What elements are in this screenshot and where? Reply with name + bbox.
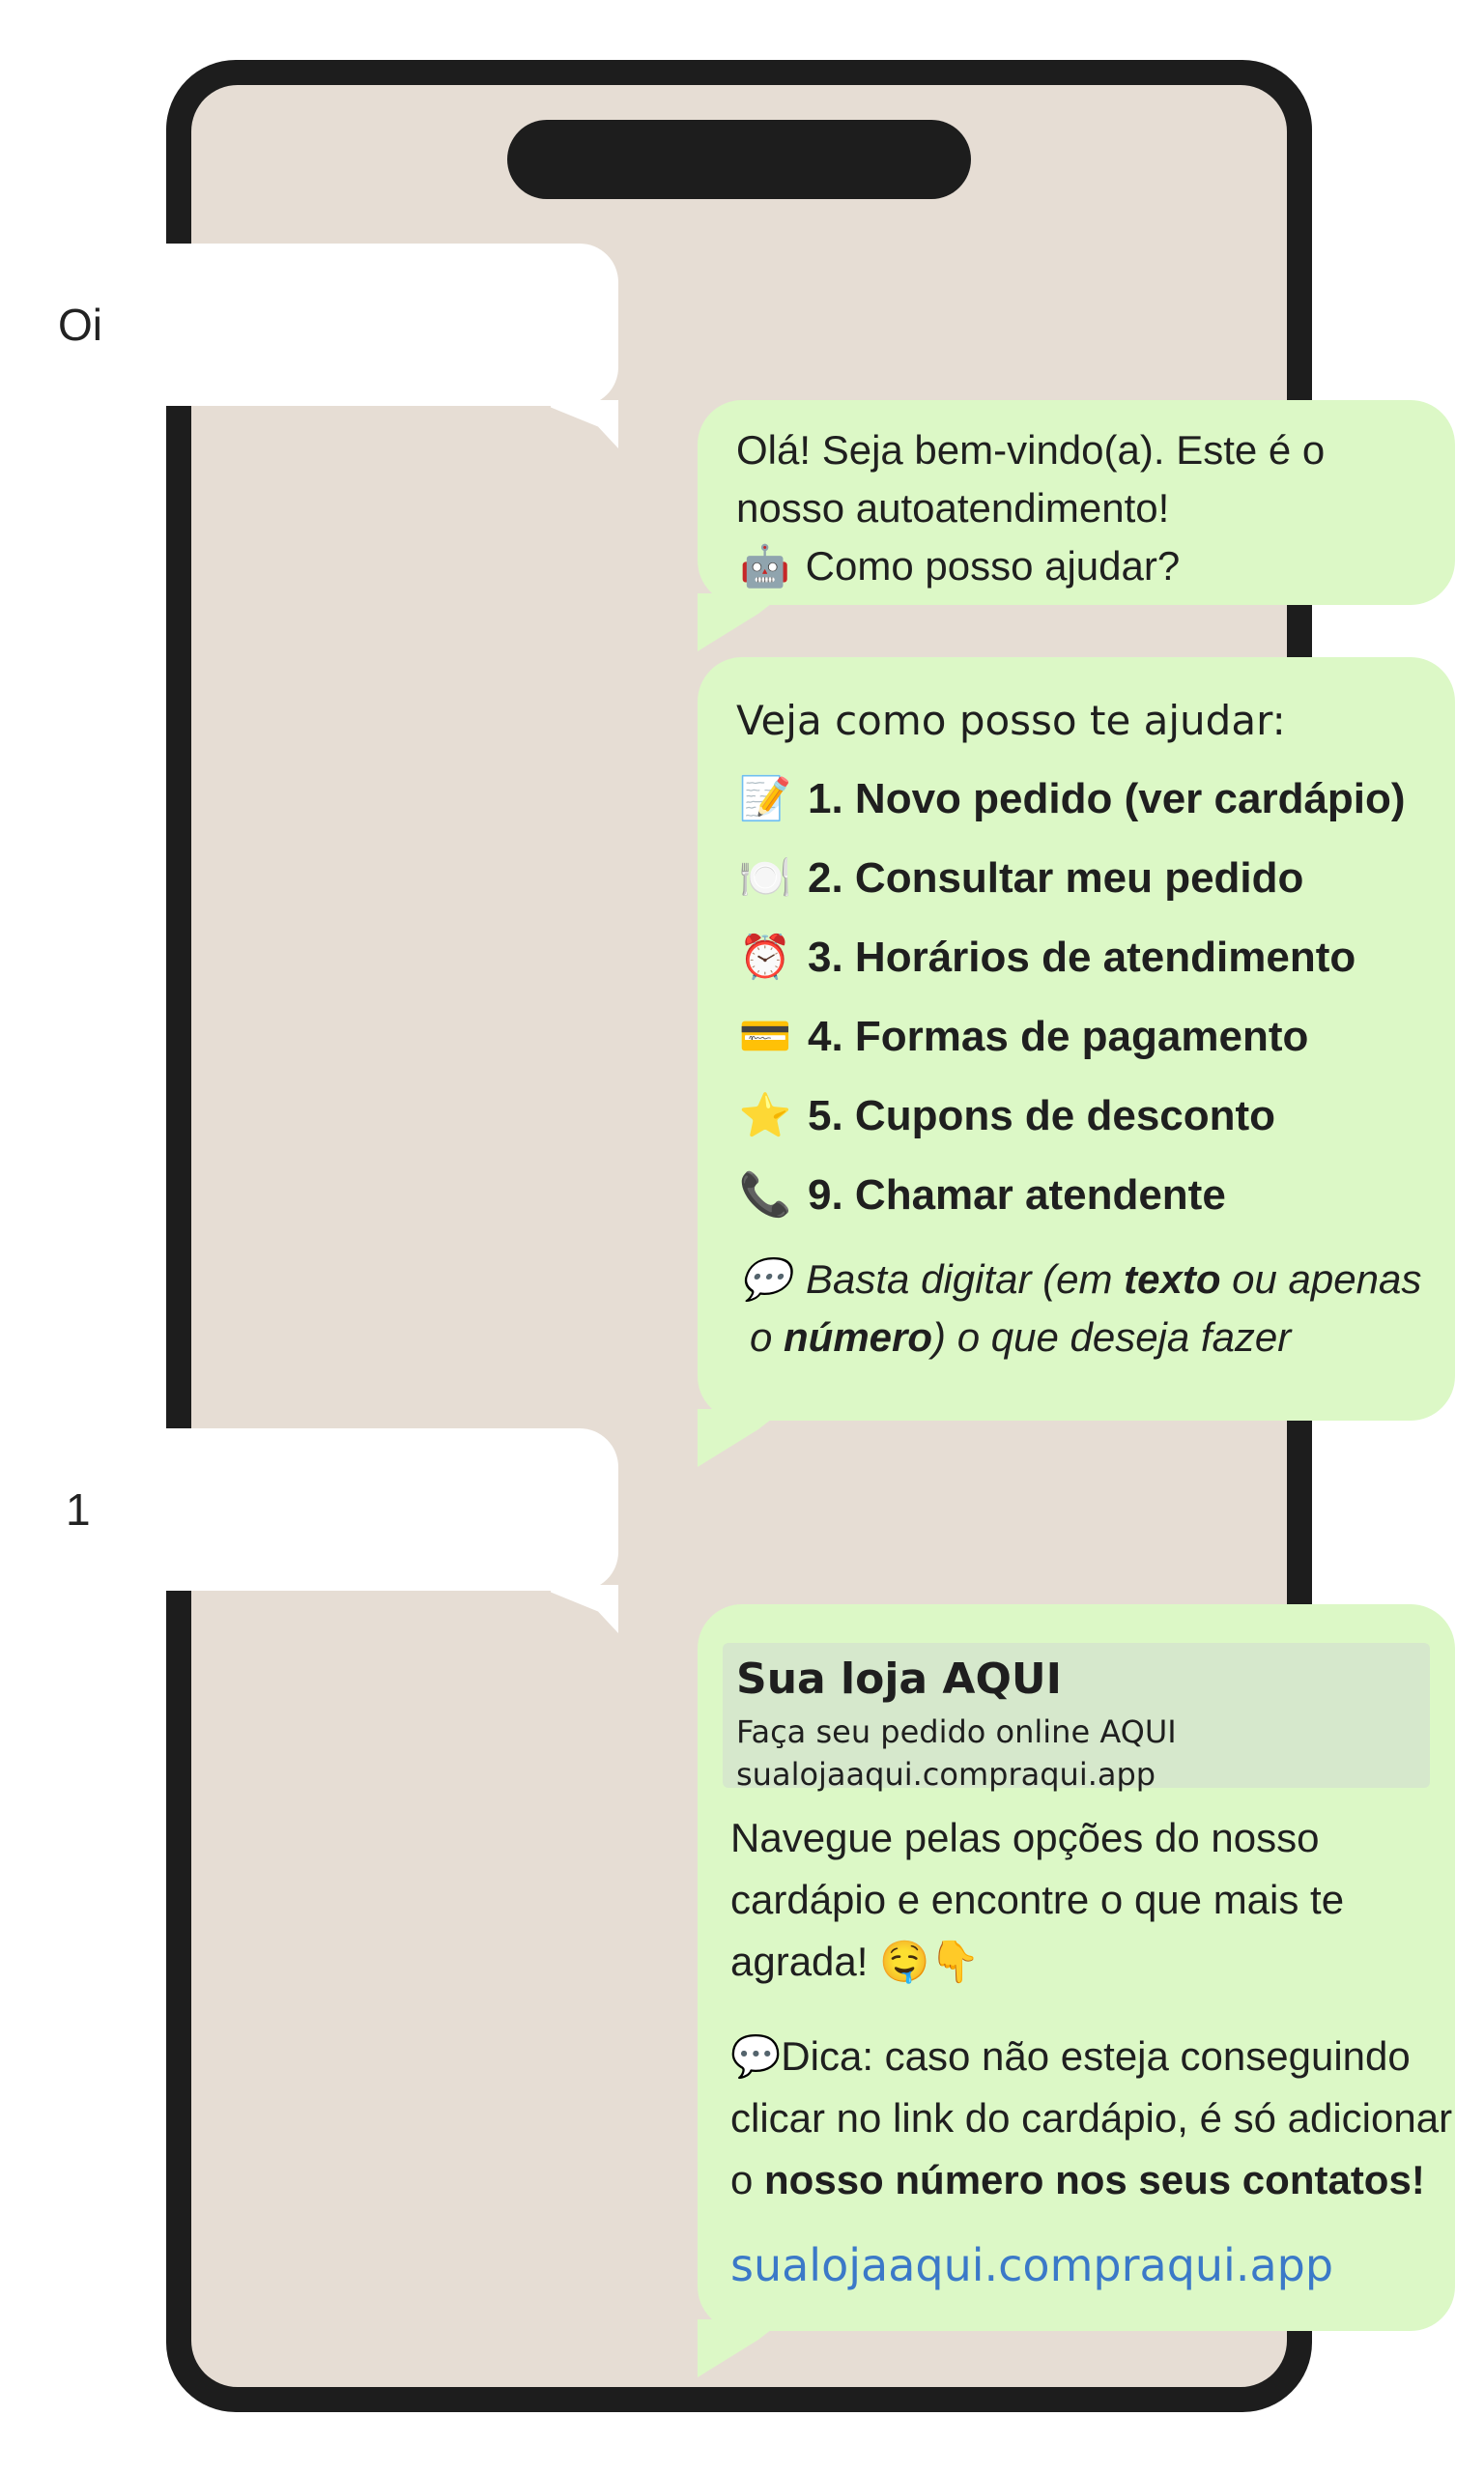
hint-text: Basta digitar (em bbox=[806, 1256, 1125, 1302]
credit-card-icon: 💳 bbox=[738, 1013, 792, 1060]
memo-icon: 📝 bbox=[738, 775, 792, 822]
message-text: agrada! bbox=[730, 1939, 869, 1984]
message-line: Olá! Seja bem-vindo(a). Este é o bbox=[736, 427, 1326, 473]
menu-hint: o número) o que deseja fazer bbox=[736, 1309, 1421, 1366]
hint-bold: número bbox=[784, 1314, 933, 1360]
menu-option-horarios[interactable]: ⏰ 3. Horários de atendimento bbox=[736, 918, 1421, 997]
message-text: Como posso ajudar? bbox=[805, 543, 1181, 589]
message-line: agrada! 🤤👇 bbox=[730, 1931, 1452, 1993]
hint-text: ) o que deseja fazer bbox=[932, 1314, 1292, 1360]
tip-line: 💬Dica: caso não esteja conseguindo bbox=[730, 2026, 1452, 2087]
menu-hint: 💬 Basta digitar (em texto ou apenas bbox=[736, 1251, 1422, 1309]
drooling-pointing-down-icon: 🤤👇 bbox=[879, 1939, 981, 1984]
tip-text: Dica: caso não esteja conseguindo bbox=[781, 2033, 1411, 2079]
message-outgoing-welcome: Olá! Seja bem-vindo(a). Este é o nosso a… bbox=[698, 400, 1455, 651]
tip-line: clicar no link do cardápio, é só adicion… bbox=[730, 2095, 1453, 2141]
menu-option-label: 2. Consultar meu pedido bbox=[808, 854, 1304, 902]
message-line: cardápio e encontre o que mais te bbox=[730, 1877, 1345, 1922]
plate-icon: 🍽️ bbox=[738, 854, 792, 902]
menu-option-label: 4. Formas de pagamento bbox=[808, 1013, 1309, 1060]
message-outgoing-link: Sua loja AQUI Faça seu pedido online AQU… bbox=[698, 1604, 1455, 2377]
menu-option-label: 9. Chamar atendente bbox=[808, 1171, 1226, 1219]
message-line: Navegue pelas opções do nosso bbox=[730, 1815, 1320, 1860]
menu-option-consultar-pedido[interactable]: 🍽️ 2. Consultar meu pedido bbox=[736, 839, 1421, 918]
menu-intro: Veja como posso te ajudar: bbox=[736, 697, 1286, 744]
hint-text: o bbox=[750, 1314, 785, 1360]
phone-icon: 📞 bbox=[738, 1171, 792, 1219]
menu-option-cupons[interactable]: ⭐ 5. Cupons de desconto bbox=[736, 1077, 1421, 1156]
link-preview-card[interactable]: Sua loja AQUI Faça seu pedido online AQU… bbox=[723, 1643, 1430, 1793]
menu-option-label: 3. Horários de atendimento bbox=[808, 934, 1356, 981]
message-line: 🤖 Como posso ajudar? bbox=[736, 537, 1325, 595]
message-incoming-oi: Oi bbox=[0, 244, 618, 448]
message-text: Oi bbox=[58, 300, 102, 350]
star-icon: ⭐ bbox=[738, 1092, 792, 1139]
message-text: 1 bbox=[66, 1484, 91, 1535]
menu-option-atendente[interactable]: 📞 9. Chamar atendente bbox=[736, 1156, 1421, 1235]
menu-link[interactable]: sualojaaqui.compraqui.app bbox=[730, 2239, 1334, 2291]
menu-option-label: 5. Cupons de desconto bbox=[808, 1092, 1276, 1139]
hint-bold: texto bbox=[1124, 1256, 1221, 1302]
menu-option-pagamento[interactable]: 💳 4. Formas de pagamento bbox=[736, 997, 1421, 1077]
link-preview-title: Sua loja AQUI bbox=[736, 1654, 1062, 1704]
menu-option-novo-pedido[interactable]: 📝 1. Novo pedido (ver cardápio) bbox=[736, 760, 1421, 839]
tip-text: o bbox=[730, 2157, 765, 2202]
tip-line: o nosso número nos seus contatos! bbox=[730, 2149, 1452, 2211]
link-preview-domain: sualojaaqui.compraqui.app bbox=[736, 1756, 1156, 1793]
phone-notch bbox=[507, 120, 971, 199]
message-outgoing-menu: Veja como posso te ajudar: 📝 1. Novo pedi… bbox=[698, 657, 1455, 1467]
speech-bubble-icon: 💬 bbox=[739, 1256, 791, 1302]
message-incoming-1: 1 bbox=[0, 1428, 618, 1633]
link-preview-description: Faça seu pedido online AQUI bbox=[736, 1713, 1177, 1750]
tip-bold: nosso número nos seus contatos! bbox=[764, 2157, 1425, 2202]
speech-bubble-icon: 💬 bbox=[730, 2033, 782, 2079]
robot-icon: 🤖 bbox=[739, 543, 791, 589]
message-line: nosso autoatendimento! bbox=[736, 485, 1170, 531]
link-preview-subtitle: Faça seu pedido online AQUI sualojaaqui.… bbox=[736, 1711, 1177, 1796]
hint-text: ou apenas bbox=[1220, 1256, 1422, 1302]
menu-option-label: 1. Novo pedido (ver cardápio) bbox=[808, 775, 1406, 822]
alarm-clock-icon: ⏰ bbox=[738, 934, 792, 981]
